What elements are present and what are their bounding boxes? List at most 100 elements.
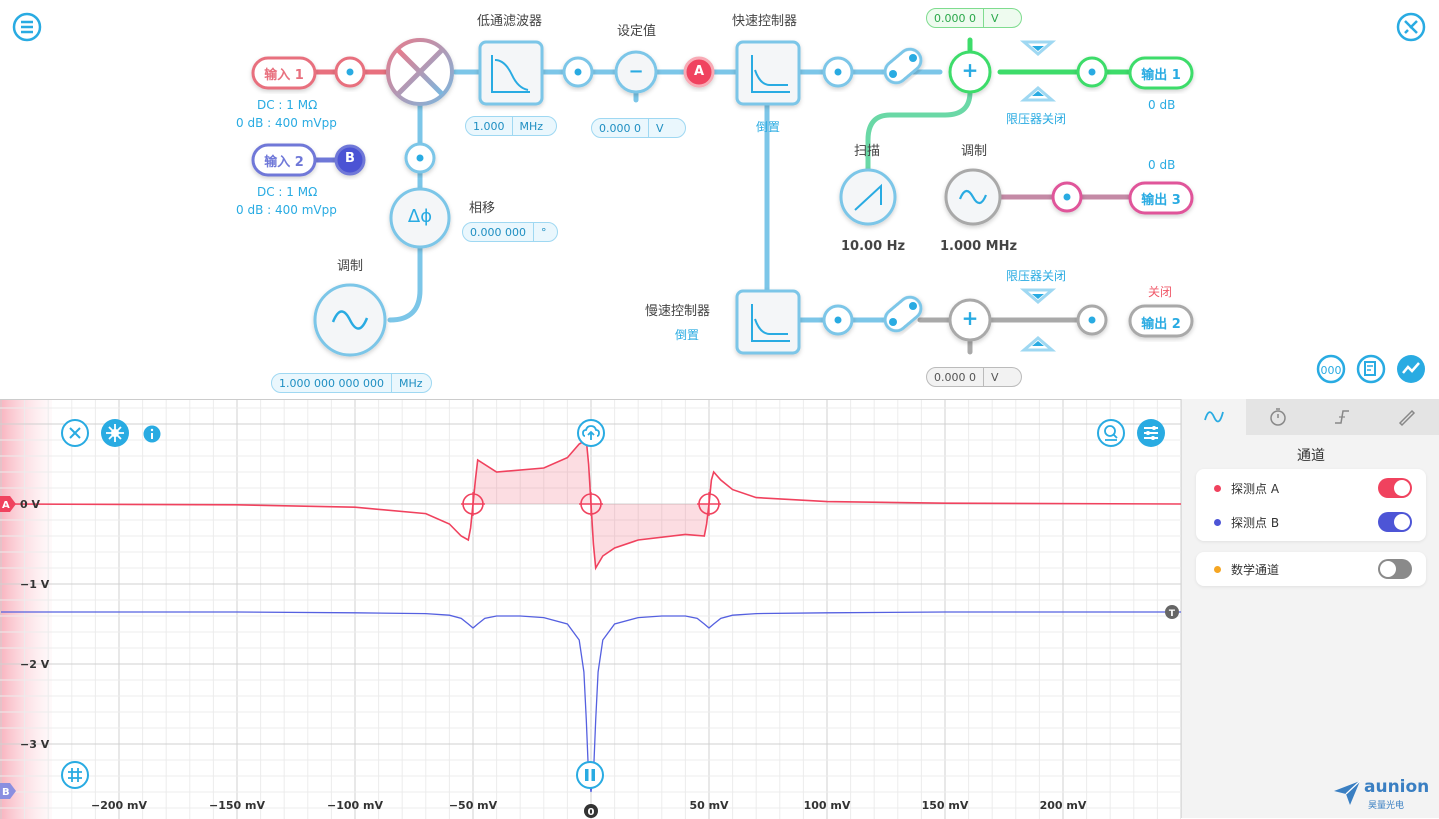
- output-2-label[interactable]: 输出 2: [1141, 317, 1181, 332]
- series-b-line: [1, 611, 1181, 793]
- brand-name: aunion: [1364, 777, 1430, 797]
- y-tick-label: 0 V: [20, 498, 40, 511]
- math-channel-row: 数学通道: [1196, 552, 1426, 586]
- minus-icon: −: [628, 61, 644, 82]
- ruler-icon: [1398, 409, 1416, 427]
- math-channel-card: 数学通道: [1196, 552, 1426, 586]
- tab-trigger[interactable]: [1310, 399, 1374, 435]
- notes-icon[interactable]: [1356, 354, 1386, 384]
- autoscale-icon[interactable]: [100, 418, 130, 448]
- pause-icon[interactable]: [575, 760, 605, 790]
- input-1-label[interactable]: 输入 1: [264, 68, 304, 83]
- slow-controller-invert[interactable]: 倒置: [675, 328, 700, 342]
- input-1-port: [251, 56, 317, 90]
- y-tick-label: −2 V: [20, 658, 50, 671]
- brand-subname: 昊量光电: [1368, 801, 1405, 811]
- channel-b-dot: [1214, 518, 1221, 526]
- output-3-label[interactable]: 输出 3: [1141, 193, 1181, 208]
- overload-band: [0, 400, 52, 819]
- x-tick-label: 200 mV: [1040, 799, 1087, 812]
- grid-icon[interactable]: [60, 760, 90, 790]
- x-tick-label: −200 mV: [91, 799, 147, 812]
- y-tick-label: −1 V: [20, 578, 50, 591]
- math-channel-dot: [1214, 565, 1221, 573]
- wave-icon: [1204, 411, 1224, 423]
- setpoint-value-field[interactable]: 0.000 0 V: [591, 118, 686, 138]
- channel-b-toggle[interactable]: [1378, 512, 1412, 532]
- cloud-upload-icon[interactable]: [576, 418, 606, 448]
- tab-channels[interactable]: [1182, 399, 1246, 435]
- slow-controller-title: 慢速控制器: [645, 304, 711, 319]
- output-2-status: 关闭: [1148, 285, 1173, 299]
- trigger-marker: [1165, 605, 1179, 619]
- modulation-left-title: 调制: [337, 259, 364, 274]
- limiter-bottom-label[interactable]: 限压器关闭: [1006, 269, 1067, 283]
- offset-top-value: 0.000 0: [934, 11, 976, 25]
- probe-a-badge[interactable]: A: [693, 64, 705, 79]
- channel-a-marker: [0, 496, 16, 512]
- output-1-label[interactable]: 输出 1: [1141, 68, 1181, 83]
- channel-b-marker: [0, 783, 16, 799]
- zoom-icon[interactable]: [1096, 418, 1126, 448]
- x-tick-label: −150 mV: [209, 799, 265, 812]
- phase-icon: Δϕ: [407, 206, 433, 227]
- lowpass-unit: MHz: [511, 117, 551, 135]
- oscilloscope-icon[interactable]: [1396, 354, 1426, 384]
- fast-controller-invert[interactable]: 倒置: [756, 120, 781, 134]
- plus-icon-bottom: +: [961, 306, 979, 330]
- x-tick-label: −50 mV: [449, 799, 498, 812]
- trigger-edge-icon: [1335, 410, 1349, 424]
- offset-bottom-value: 0.000 0: [934, 370, 976, 384]
- trigger-marker-label: T: [1169, 609, 1176, 619]
- lowpass-value-field[interactable]: 1.000 MHz: [465, 116, 557, 136]
- tools-icon[interactable]: [1396, 12, 1426, 42]
- input-2-coupling: DC : 1 MΩ: [257, 185, 318, 199]
- output-3-gain: 0 dB: [1148, 158, 1176, 172]
- offset-bottom-field[interactable]: 0.000 0 V: [926, 367, 1022, 387]
- fast-controller-title: 快速控制器: [732, 14, 798, 29]
- phase-title: 相移: [469, 201, 496, 216]
- offset-bottom-unit: V: [983, 368, 1006, 386]
- x-tick-label: 150 mV: [922, 799, 969, 812]
- zero-marker: [584, 804, 598, 818]
- input-2-label[interactable]: 输入 2: [264, 155, 304, 170]
- math-channel-toggle[interactable]: [1378, 559, 1412, 579]
- lowpass-value: 1.000: [473, 119, 505, 133]
- input-1-coupling: DC : 1 MΩ: [257, 98, 318, 112]
- channel-row-a: 探测点 A: [1196, 471, 1426, 505]
- brand-logo: aunion 昊量光电: [1332, 777, 1432, 811]
- probe-b-badge: B: [345, 151, 355, 166]
- plus-icon: +: [961, 58, 979, 82]
- close-icon[interactable]: [60, 418, 90, 448]
- tab-cursors[interactable]: [1374, 399, 1438, 435]
- setpoint-value: 0.000 0: [599, 121, 641, 135]
- x-tick-label: 100 mV: [804, 799, 851, 812]
- info-icon[interactable]: [143, 425, 161, 443]
- channel-b-label: 探测点 B: [1231, 515, 1280, 530]
- channels-view-icon[interactable]: 000: [1316, 354, 1346, 384]
- svg-text:000: 000: [1321, 364, 1342, 377]
- output-1-gain: 0 dB: [1148, 98, 1176, 112]
- tab-timebase[interactable]: [1246, 399, 1310, 435]
- menu-icon[interactable]: [12, 12, 42, 42]
- phase-unit: °: [532, 223, 554, 241]
- y-tick-label: −3 V: [20, 738, 50, 751]
- stopwatch-icon: [1270, 408, 1286, 426]
- side-panel: 通道 探测点 A 探测点 B 数学通道 aunion 昊量光电: [1181, 399, 1439, 818]
- sweep-title: 扫描: [854, 144, 881, 159]
- channel-b-marker-label: B: [2, 787, 10, 798]
- setpoint-title: 设定值: [617, 24, 657, 39]
- block-diagram: [251, 37, 1194, 357]
- math-channel-label: 数学通道: [1231, 562, 1280, 577]
- channel-a-toggle[interactable]: [1378, 478, 1412, 498]
- limiter-top-label[interactable]: 限压器关闭: [1006, 112, 1067, 126]
- phase-value-field[interactable]: 0.000 000°: [462, 222, 558, 242]
- paper-plane-icon: [1334, 780, 1361, 805]
- setpoint-unit: V: [648, 119, 671, 137]
- settings-sliders-icon[interactable]: [1136, 418, 1166, 448]
- probe-channels-card: 探测点 A 探测点 B: [1196, 469, 1426, 541]
